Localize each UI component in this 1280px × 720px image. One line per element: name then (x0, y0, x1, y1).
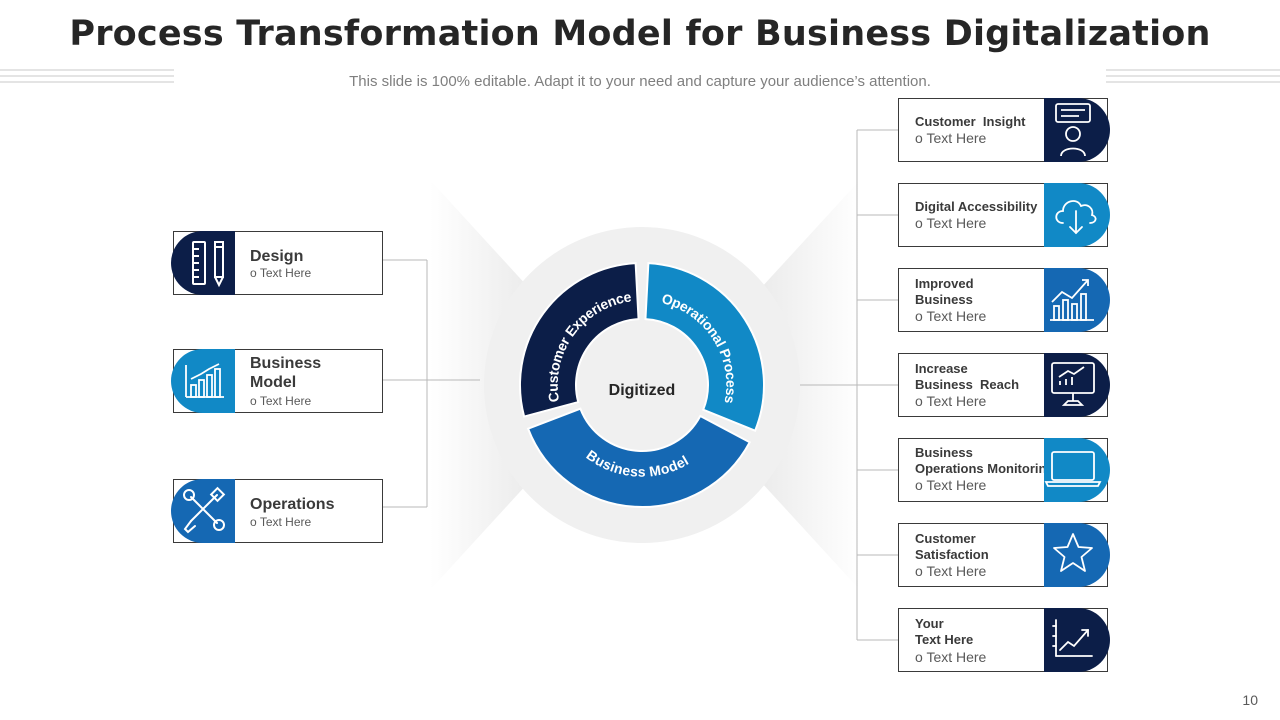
card-label: Improved Business (915, 276, 974, 307)
card-subtext: o Text Here (250, 394, 312, 408)
card-subtext: o Text Here (915, 477, 987, 493)
card-label: Customer Satisfaction (915, 531, 989, 562)
bar-chart-icon (171, 349, 235, 413)
right-decorative-lines (1106, 69, 1280, 91)
card-subtext: o Text Here (915, 563, 987, 579)
wrench-screwdriver-icon (171, 479, 235, 543)
monitor-chart-icon (1044, 353, 1110, 417)
person-chat-icon (1044, 98, 1110, 162)
slide-title: Process Transformation Model for Busines… (69, 14, 1211, 54)
card-subtext: o Text Here (915, 308, 987, 324)
card-label: Customer Insight (915, 114, 1026, 129)
ruler-pencil-icon (171, 231, 235, 295)
card-label: Business Operations Monitoring (915, 445, 1055, 476)
segment-operational-process (644, 262, 765, 433)
card-label: Digital Accessibility (915, 199, 1038, 214)
slide-subtitle: This slide is 100% editable. Adapt it to… (0, 73, 1280, 90)
line-graph-icon (1044, 608, 1110, 672)
subtitle-text: This slide is 100% editable. Adapt it to… (343, 73, 937, 90)
segment-business-model (526, 407, 752, 508)
cloud-download-icon (1044, 183, 1110, 247)
card-label: Increase Business Reach (915, 361, 1020, 392)
card-subtext: o Text Here (250, 515, 312, 529)
left-connectors (383, 259, 480, 508)
card-subtext: o Text Here (915, 215, 987, 231)
card-label: Design (250, 248, 304, 265)
card-subtext: o Text Here (915, 649, 987, 665)
card-label: Operations (250, 496, 335, 513)
card-subtext: o Text Here (250, 266, 312, 280)
card-subtext: o Text Here (915, 393, 987, 409)
page-number: 10 (1242, 692, 1258, 708)
left-decorative-lines (0, 69, 174, 91)
card-subtext: o Text Here (915, 130, 987, 146)
card-label: Your Text Here (915, 616, 974, 647)
segment-customer-experience (519, 262, 640, 418)
card-label: Business Model (250, 355, 322, 391)
center-label: Digitized (609, 382, 676, 399)
laptop-icon (1044, 438, 1110, 502)
star-icon (1044, 523, 1110, 587)
growth-chart-icon (1044, 268, 1110, 332)
right-connectors (800, 129, 898, 641)
